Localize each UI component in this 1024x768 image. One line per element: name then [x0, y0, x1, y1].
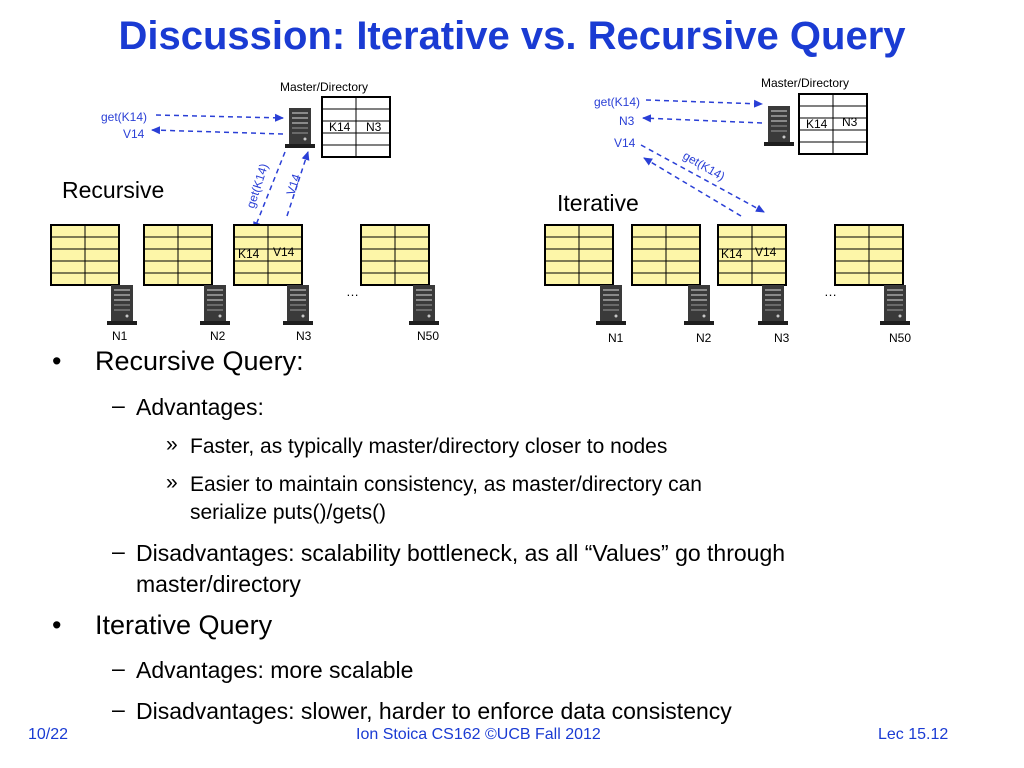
bullet-mark: • — [52, 610, 62, 640]
recursive-forward-request-arrow — [253, 151, 286, 231]
iterative-master-label: Master/Directory — [761, 76, 849, 90]
iterative-client-request-label: get(K14) — [594, 95, 640, 109]
iterative-master-value: N3 — [842, 115, 858, 129]
recursive-n50-server-icon — [409, 285, 439, 325]
iterative-node-response-label: V14 — [614, 136, 636, 150]
dash-mark: – — [112, 655, 125, 681]
recursive-master-server-icon — [285, 108, 315, 148]
recursive-n1-server-icon — [107, 285, 137, 325]
iterative-master-server-icon — [764, 106, 794, 146]
slide-title: Discussion: Iterative vs. Recursive Quer… — [118, 14, 906, 58]
bullet-text: Faster, as typically master/directory cl… — [190, 435, 668, 458]
recursive-master-key: K14 — [329, 120, 351, 134]
iterative-n1-server-icon — [596, 285, 626, 325]
iterative-node-value: V14 — [755, 245, 777, 259]
recursive-node-n3-label: N3 — [296, 329, 312, 343]
bullet-text: Iterative Query — [95, 610, 273, 640]
bullet-mark: • — [52, 346, 62, 376]
dash-mark: – — [112, 696, 125, 722]
recursive-client-request-label: get(K14) — [101, 110, 147, 124]
recursive-node-n2-label: N2 — [210, 329, 226, 343]
iterative-label: Iterative — [557, 190, 639, 216]
bullet-text: Advantages: more scalable — [136, 657, 414, 683]
bullet-text-line2: serialize puts()/gets() — [190, 501, 387, 524]
recursive-n2-server-icon — [200, 285, 230, 325]
iterative-node-request-label: get(K14) — [681, 148, 728, 183]
recursive-master-value: N3 — [366, 120, 382, 134]
recursive-forward-response-arrow — [286, 151, 310, 217]
bullet-text: Recursive Query: — [95, 346, 304, 376]
footer-center: Ion Stoica CS162 ©UCB Fall 2012 — [356, 726, 601, 743]
recursive-client-request-arrow — [155, 113, 284, 122]
sub-mark: » — [166, 471, 178, 494]
recursive-client-response-label: V14 — [123, 127, 145, 141]
recursive-node-value: V14 — [273, 245, 295, 259]
query-diagram: Recursive Master/Directory K14 N3 get(K1… — [50, 76, 911, 345]
recursive-node-n50-label: N50 — [417, 329, 439, 343]
recursive-n50-table — [360, 224, 430, 286]
recursive-forward-request-label: get(K14) — [244, 162, 272, 210]
iterative-node-n1-label: N1 — [608, 331, 624, 345]
bullet-text-line2: master/directory — [136, 571, 301, 597]
recursive-master-label: Master/Directory — [280, 80, 368, 94]
bullet-text-line1: Easier to maintain consistency, as maste… — [190, 473, 702, 496]
bullet-text: Disadvantages: slower, harder to enforce… — [136, 698, 732, 724]
iterative-n50-server-icon — [880, 285, 910, 325]
iterative-n50-table — [834, 224, 904, 286]
iterative-master-key: K14 — [806, 117, 828, 131]
iterative-n2-server-icon — [684, 285, 714, 325]
recursive-n3-server-icon — [283, 285, 313, 325]
recursive-n1-table — [50, 224, 120, 286]
iterative-node-key: K14 — [721, 247, 743, 261]
iterative-n1-table — [544, 224, 614, 286]
recursive-node-n1-label: N1 — [112, 329, 128, 343]
recursive-diagram: Recursive Master/Directory K14 N3 get(K1… — [50, 80, 439, 343]
recursive-label: Recursive — [62, 177, 164, 203]
iterative-node-request-arrow — [640, 144, 765, 213]
iterative-client-response-arrow — [642, 114, 763, 124]
iterative-node-n3-label: N3 — [774, 331, 790, 345]
recursive-ellipsis: … — [346, 284, 359, 299]
recursive-client-response-arrow — [151, 126, 284, 135]
recursive-n2-table — [143, 224, 213, 286]
iterative-node-response-arrow — [643, 157, 742, 217]
recursive-forward-response-label: V14 — [284, 172, 304, 197]
dash-mark: – — [112, 538, 125, 564]
bullet-text: Advantages: — [136, 394, 264, 420]
iterative-client-response-label: N3 — [619, 114, 635, 128]
footer-date: 10/22 — [28, 726, 69, 743]
iterative-n3-server-icon — [758, 285, 788, 325]
iterative-client-request-arrow — [645, 99, 763, 108]
bullet-text-line1: Disadvantages: scalability bottleneck, a… — [136, 540, 786, 566]
iterative-node-n2-label: N2 — [696, 331, 712, 345]
recursive-node-key: K14 — [238, 247, 260, 261]
iterative-diagram: Iterative Master/Directory K14 N3 get(K1… — [544, 76, 911, 345]
iterative-node-n50-label: N50 — [889, 331, 911, 345]
iterative-ellipsis: … — [824, 284, 837, 299]
iterative-n2-table — [631, 224, 701, 286]
footer-lecture: Lec 15.12 — [878, 726, 949, 743]
sub-mark: » — [166, 433, 178, 456]
dash-mark: – — [112, 392, 125, 418]
